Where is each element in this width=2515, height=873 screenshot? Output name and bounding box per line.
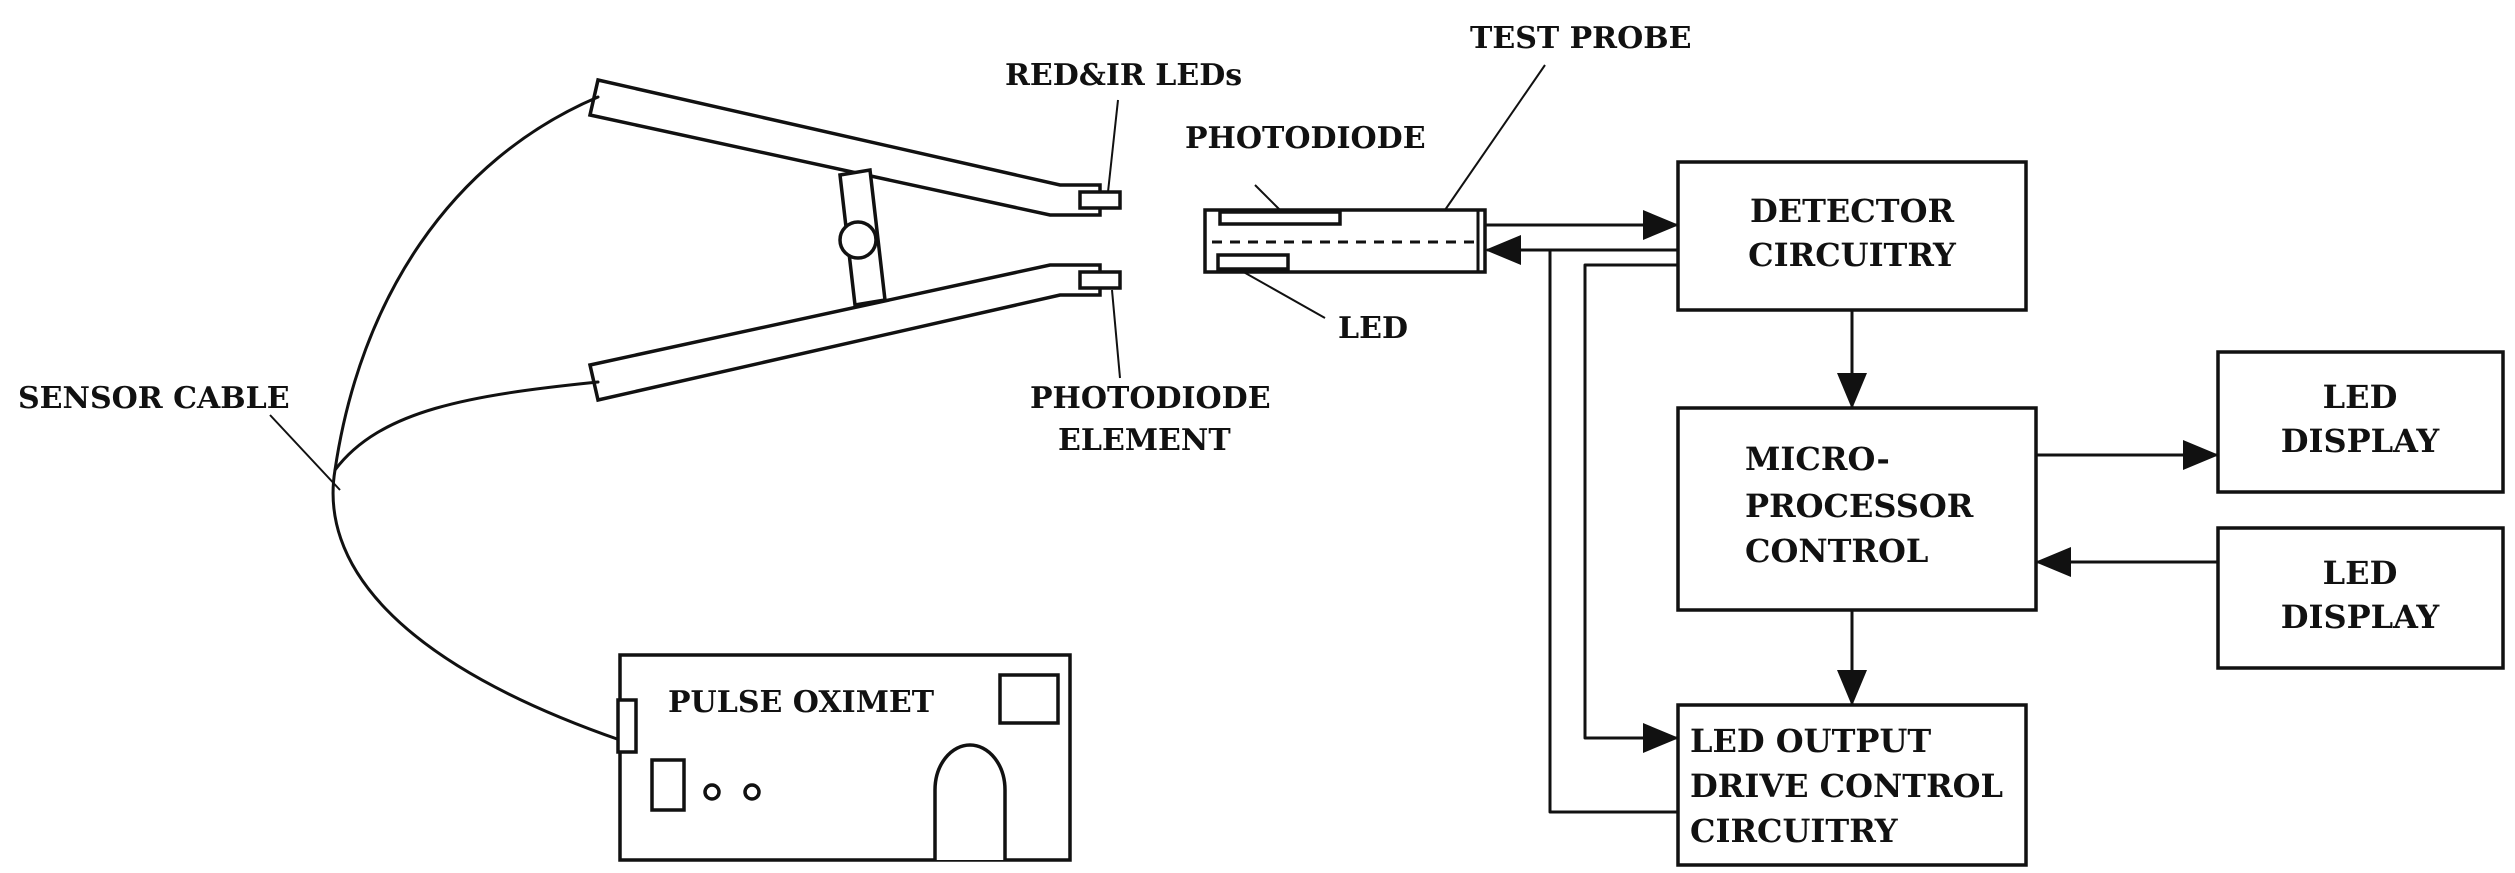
test-probe: [1203, 208, 1487, 274]
detector-line-2: CIRCUITRY: [1748, 236, 1957, 274]
microprocessor-line-3: CONTROL: [1745, 532, 1928, 570]
output-to-probe-line: [1548, 248, 1680, 814]
detector-to-output-arrow: [1583, 263, 1680, 753]
oximeter-button-1: [703, 783, 721, 801]
clip-upper-arm: [587, 77, 1102, 217]
photodiode-label: PHOTODIODE: [1185, 121, 1426, 156]
probe-photodiode: [1218, 210, 1342, 226]
led-display-1-line-2: DISPLAY: [2281, 422, 2441, 460]
led-display-2-line-2: DISPLAY: [2281, 598, 2441, 636]
microprocessor-line-1: MICRO-: [1745, 440, 1890, 478]
led-display-block-1: LED DISPLAY: [2216, 350, 2505, 494]
clip-lower-arm: [587, 263, 1102, 403]
pulse-oximeter-unit: PULSE OXIMET: [616, 653, 1072, 862]
led-output-line-1: LED OUTPUT: [1690, 722, 1931, 760]
pulse-oximeter-label: PULSE OXIMET: [668, 685, 935, 720]
photodiode-element-label-line1: PHOTODIODE: [1030, 381, 1271, 416]
led-label: LED: [1338, 311, 1408, 346]
detector-circuitry-block: DETECTOR CIRCUITRY: [1676, 160, 2028, 312]
signal-connections: [1485, 210, 2220, 814]
sensor-cable-leader: [269, 414, 341, 491]
oximeter-finger-slot: [933, 743, 1007, 860]
clip-hinge-pivot: [838, 220, 878, 260]
led-display-2-line-1: LED: [2323, 554, 2398, 592]
led-leader: [1239, 269, 1326, 319]
probe-led: [1216, 253, 1290, 271]
led-output-line-3: CIRCUITRY: [1690, 812, 1899, 850]
photodiode-leader: [1254, 184, 1281, 211]
photodiode-element-label-line2: ELEMENT: [1058, 423, 1231, 458]
led-output-line-2: DRIVE CONTROL: [1690, 767, 2003, 805]
test-probe-leader: [1444, 64, 1546, 211]
red-ir-leds-leader: [1107, 99, 1119, 193]
microprocessor-control-block: MICRO- PROCESSOR CONTROL: [1676, 406, 2038, 612]
red-ir-led-element: [1078, 190, 1122, 210]
sensor-cable: [269, 95, 622, 742]
led-display-1-line-1: LED: [2323, 378, 2398, 416]
oximeter-probe-socket: [650, 758, 686, 812]
oximeter-display-window: [998, 673, 1060, 725]
microprocessor-line-2: PROCESSOR: [1745, 487, 1974, 525]
photodiode-element: [1078, 270, 1122, 290]
red-ir-leds-label: RED&IR LEDs: [1005, 58, 1242, 93]
led-output-drive-block: LED OUTPUT DRIVE CONTROL CIRCUITRY: [1676, 703, 2028, 867]
sensor-cable-label: SENSOR CABLE: [18, 381, 290, 416]
detector-line-1: DETECTOR: [1750, 192, 1955, 230]
test-probe-label: TEST PROBE: [1470, 21, 1691, 56]
finger-clip-sensor: [587, 77, 1122, 403]
cable-connector: [616, 698, 638, 754]
led-display-block-2: LED DISPLAY: [2216, 526, 2505, 670]
oximeter-button-2: [743, 783, 761, 801]
photodiode-element-leader: [1111, 289, 1121, 379]
